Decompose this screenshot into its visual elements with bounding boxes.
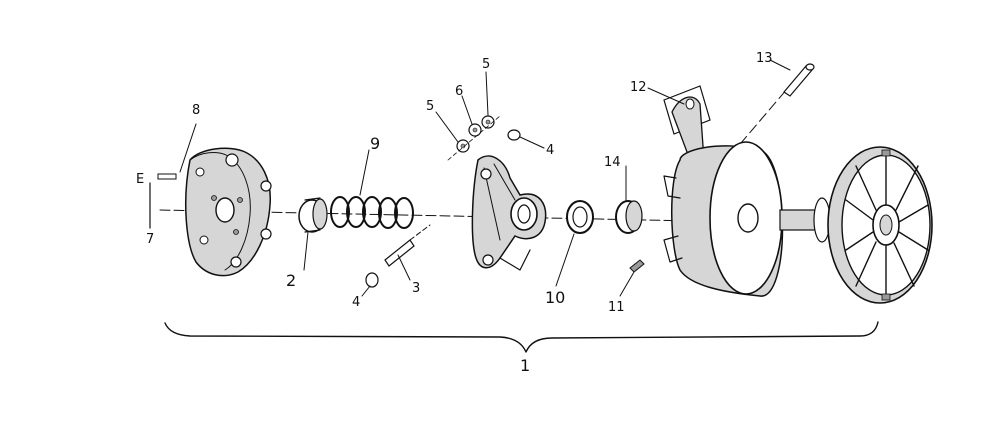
callout-7-top: E (136, 172, 144, 187)
leader-lines (179, 59, 791, 297)
part-bolt-13 (783, 63, 815, 97)
callout-9: 9 (370, 134, 380, 153)
callout-5-top: 5 (482, 57, 490, 72)
part-cam-12 (663, 85, 711, 161)
callout-3: 3 (412, 281, 420, 296)
callout-10: 10 (545, 288, 565, 307)
part-pin-3 (384, 224, 431, 267)
callout-2: 2 (286, 271, 296, 290)
callout-8: 8 (192, 103, 200, 118)
assembly-bracket (164, 321, 879, 353)
callout-6: 6 (455, 84, 463, 99)
part-bushing-14 (615, 200, 643, 234)
callout-13: 13 (756, 51, 773, 66)
part-roller-4-upper (507, 129, 521, 141)
callout-12: 12 (630, 80, 647, 95)
part-fixed-sheave (779, 146, 933, 304)
part-pin-7 (149, 173, 177, 229)
part-washer-10 (566, 200, 594, 234)
part-rollers-5-6 (447, 115, 501, 161)
callout-5-left: 5 (426, 99, 434, 114)
part-spider-arm (471, 155, 547, 271)
callout-4-lower: 4 (352, 295, 360, 310)
part-roller-4-lower (365, 272, 379, 288)
callout-7: 7 (146, 232, 154, 247)
callout-14: 14 (604, 155, 621, 170)
callout-11: 11 (608, 300, 625, 315)
callout-1: 1 (520, 356, 530, 375)
part-moveable-sheave (663, 141, 784, 297)
part-bushing-2 (298, 197, 328, 233)
part-bolt-11 (629, 259, 645, 273)
part-spring-9 (330, 196, 414, 229)
callout-4-upper: 4 (546, 143, 554, 158)
callout-labels: E 7 8 2 9 3 4 5 6 5 4 10 14 11 12 13 1 (136, 51, 773, 375)
part-cover-plate-8 (184, 147, 272, 277)
